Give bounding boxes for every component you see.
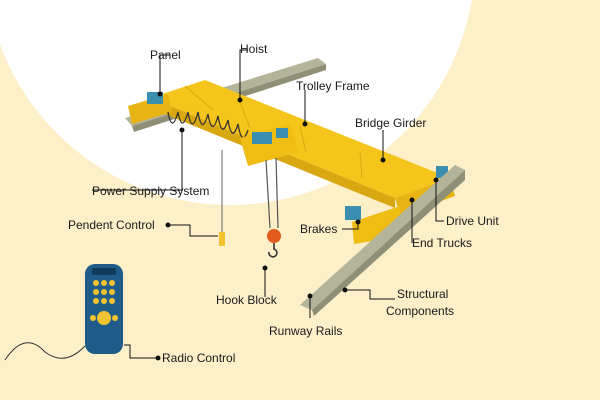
leader-pendent-control [168,224,218,237]
girder-seam [299,125,307,153]
girder-seam [359,151,363,179]
leader-dot [262,265,268,271]
remote-display [92,268,116,275]
remote-button [101,298,107,304]
leader-structural-components [345,289,395,300]
label-panel: Panel [150,48,181,62]
label-pendent-control: Pendent Control [68,218,155,232]
leader-lines [92,49,444,361]
leader-radio-control [124,344,158,359]
pendent-control-box [219,232,225,246]
label-bridge-girder: Bridge Girder [355,116,427,130]
remote-button [101,280,107,286]
festoon-cables [167,111,249,139]
leader-dot [409,197,415,203]
girder-seam [239,101,251,129]
radio-control-remote [85,264,123,354]
label-runway-rails: Runway Rails [269,324,343,338]
hoist-rope [275,157,279,229]
remote-button [109,289,115,295]
bridge-girder [150,80,450,198]
leader-drive-unit [435,180,444,222]
leader-hoist [239,49,248,100]
label-trolley-frame: Trolley Frame [296,79,370,93]
trolley-motor [276,128,288,138]
leader-power-supply [92,130,183,191]
label-hook-block: Hook Block [216,293,277,307]
label-hoist: Hoist [240,42,268,56]
remote-dpad [97,311,111,325]
girder-seam [184,85,214,111]
hoist-motor [252,132,272,144]
remote-button [109,280,115,286]
remote-button [93,280,99,286]
label-structural-line1: Structural [397,287,449,301]
label-drive-unit: Drive Unit [446,214,499,228]
leader-dot [157,91,163,97]
remote-button [93,298,99,304]
leader-dot [355,219,361,225]
remote-button [109,298,115,304]
label-radio-control: Radio Control [162,351,236,365]
remote-button [93,289,99,295]
leader-panel [159,54,170,94]
hook-block-sheave [267,229,281,243]
remote-buttons [90,280,118,325]
brake-motor [345,206,361,220]
leader-dot [380,157,386,163]
front-runway-rail-side [312,170,465,316]
remote-button [90,315,96,321]
leader-dot [433,177,439,183]
leader-dot [179,127,185,133]
label-brakes: Brakes [300,222,338,236]
leader-dot [302,121,308,127]
hook [268,243,278,258]
leader-dot [165,222,171,228]
leader-dot [342,287,348,293]
leader-dot [237,97,243,103]
leader-dot [155,355,161,361]
label-structural-line2: Components [386,304,455,318]
label-end-trucks: End Trucks [412,236,473,250]
hoist-rope [265,159,271,229]
front-runway-rail [300,165,465,310]
leader-dot [307,293,313,299]
remote-button [112,315,118,321]
label-power-supply-system: Power Supply System [92,184,210,198]
remote-antenna-cord [4,342,86,361]
remote-button [101,289,107,295]
